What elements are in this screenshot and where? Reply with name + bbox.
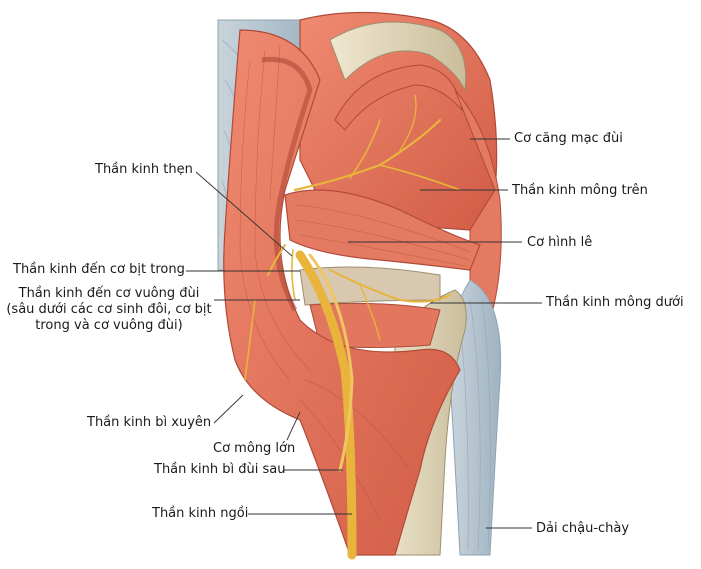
- iliac-crest-bone: [329, 21, 467, 92]
- label-than-kinh-mong-duoi: Thần kinh mông dưới: [546, 295, 684, 310]
- leader-than-kinh-then: [195, 171, 293, 257]
- label-than-kinh-mong-tren: Thần kinh mông trên: [512, 183, 648, 198]
- sciatic-nerve: [295, 250, 357, 560]
- gemelli-obturator: [299, 266, 441, 306]
- piriformis-muscle: [284, 189, 481, 271]
- label-than-kinh-ngoi: Thần kinh ngồi: [152, 506, 249, 521]
- label-co-cang-mac-dui: Cơ căng mạc đùi: [514, 131, 623, 146]
- leader-lines: [186, 138, 542, 529]
- label-than-kinh-bi-xuyen: Thần kinh bì xuyên: [87, 415, 212, 430]
- label-co-hinh-le: Cơ hình lê: [527, 235, 593, 250]
- leader-bi-xuyen: [213, 394, 244, 424]
- label-dai-chau-chay: Dải chậu-chày: [536, 521, 630, 536]
- nerves: [244, 94, 461, 560]
- label-than-kinh-co-bit-trong: Thần kinh đến cơ bịt trong: [13, 262, 185, 277]
- label-than-kinh-bi-dui-sau: Thần kinh bì đùi sau: [154, 462, 286, 477]
- perforating-cutaneous-nerve: [244, 299, 256, 381]
- gluteus-maximus-cut-edge: [261, 56, 313, 312]
- inferior-gluteal-nerve: [329, 269, 451, 303]
- gluteus-maximus: [223, 29, 461, 556]
- label-co-mong-lon: Cơ mông lớn: [213, 441, 296, 456]
- iliac-crest-rim: [334, 64, 463, 131]
- posterior-cutaneous-nerve: [308, 253, 354, 472]
- label-than-kinh-co-vuong-dui: Thần kinh đến cơ vuông đùi (sâu dưới các…: [6, 286, 212, 333]
- label-than-kinh-then: Thần kinh thẹn: [95, 162, 193, 177]
- pudendal-nerve: [267, 244, 286, 276]
- leader-co-mong-lon: [286, 411, 301, 441]
